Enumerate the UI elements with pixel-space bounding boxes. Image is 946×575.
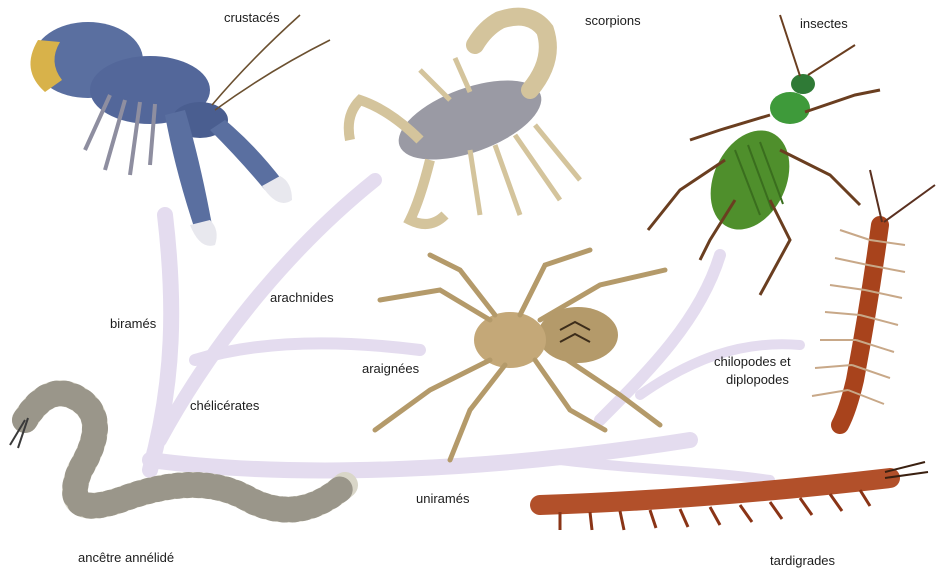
label-uniramés: uniramés — [416, 491, 469, 506]
branch-araignees — [195, 343, 420, 360]
label-chelicerates: chélicérates — [190, 398, 259, 413]
label-arachnides: arachnides — [270, 290, 334, 305]
label-araignees: araignées — [362, 361, 419, 376]
phylogeny-branches — [150, 180, 800, 480]
label-birames: biramés — [110, 316, 156, 331]
crayfish-illustration — [30, 15, 330, 246]
label-tardigrades: tardigrades — [770, 553, 835, 568]
label-insectes: insectes — [800, 16, 848, 31]
centipede-illustration — [812, 170, 935, 425]
label-scorpions: scorpions — [585, 13, 641, 28]
branch-tardigrades — [560, 460, 770, 480]
label-crustaces: crustacés — [224, 10, 280, 25]
beetle-illustration — [648, 15, 880, 295]
label-chilopodes-line1: chilopodes et — [714, 354, 791, 369]
label-ancetre-annelide: ancêtre annélidé — [78, 550, 174, 565]
scorpion-illustration — [349, 17, 580, 224]
label-chilopodes-line2: diplopodes — [726, 372, 789, 387]
